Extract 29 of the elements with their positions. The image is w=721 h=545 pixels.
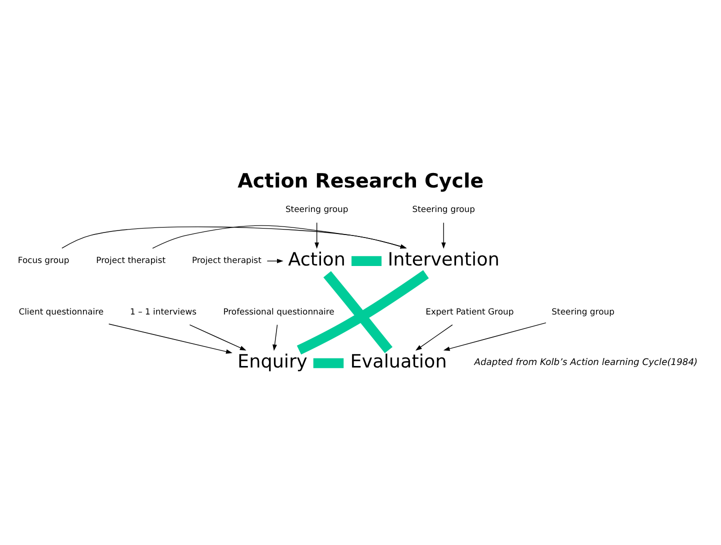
caption: Adapted from Kolb’s Action learning Cycle(1984) [474,357,698,368]
node-text: Project therapist [96,254,166,265]
arrow [266,258,284,263]
node-text: Client questionnaire [18,306,104,316]
arrow [108,323,232,354]
arrow [415,324,453,350]
arrow [62,226,407,248]
node-text: Focus group [18,254,70,265]
diagram-title: Action Research Cycle [238,169,484,192]
arrow [152,224,407,248]
connector [313,358,344,368]
node-text: Project therapist [192,254,262,265]
node-text: Professional questionnaire [223,306,334,316]
arrow [314,222,320,248]
node-text: Intervention [388,248,500,270]
arrow [272,324,278,350]
node-text: 1 – 1 interviews [130,306,197,316]
node-text: Expert Patient Group [426,306,514,316]
connector [352,256,382,266]
arrow [441,222,446,248]
arrow [443,322,546,350]
node-text: Action [288,248,346,270]
node-text: Steering group [285,204,348,214]
connector [296,270,429,354]
node-text: Steering group [412,204,475,214]
node-text: Enquiry [238,351,308,372]
node-text: Steering group [552,306,614,316]
node-text: Evaluation [350,351,447,372]
arrow [189,324,246,350]
